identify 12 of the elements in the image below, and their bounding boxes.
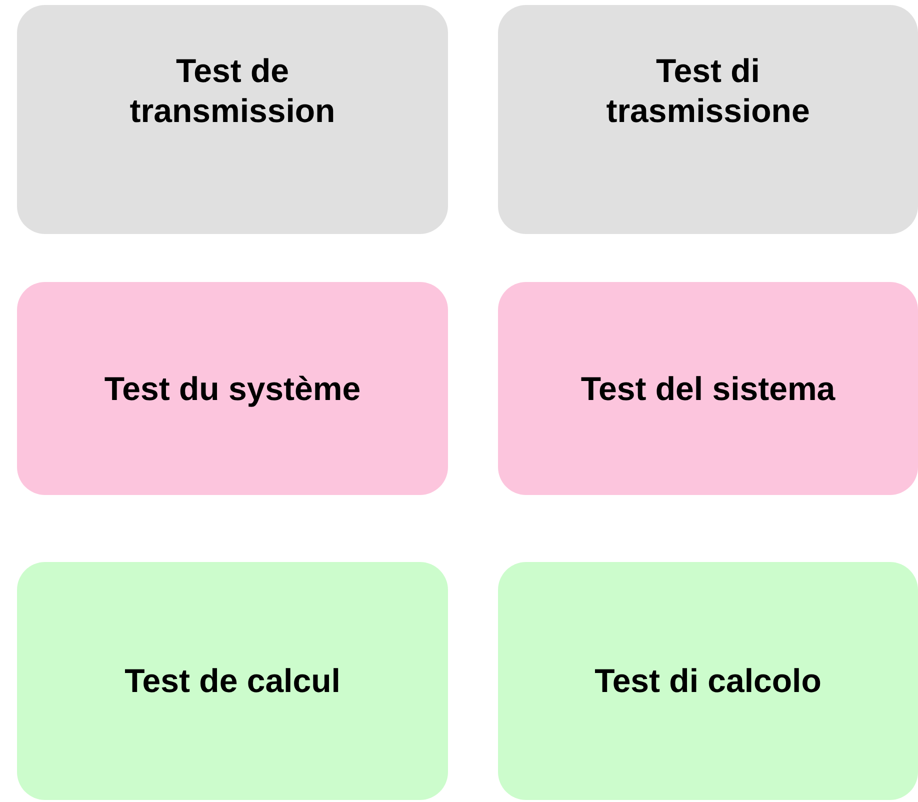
box-label: Test de transmission: [128, 51, 336, 131]
rounded-box: [498, 5, 918, 234]
rounded-box: [498, 562, 918, 800]
rounded-box: [498, 282, 918, 495]
rounded-box: [17, 5, 448, 234]
box-label: Test di calcolo: [594, 661, 822, 701]
box-label: Test du système: [104, 368, 361, 408]
box-label: Test di trasmissione: [605, 51, 811, 131]
box-label: Test de calcul: [124, 661, 340, 701]
box-label: Test del sistema: [580, 368, 836, 408]
rounded-box: [17, 562, 448, 800]
rounded-box: [17, 282, 448, 495]
